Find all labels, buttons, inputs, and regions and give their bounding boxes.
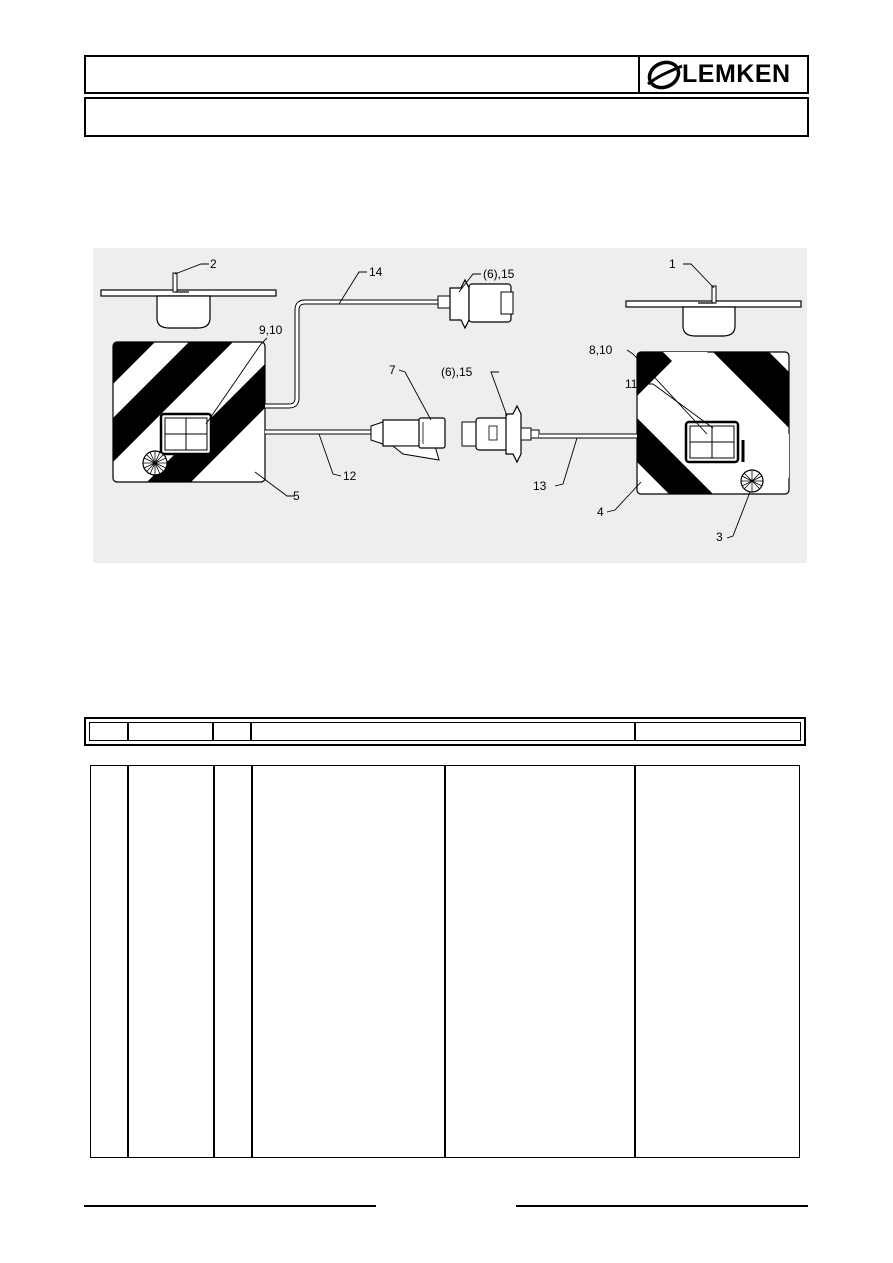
body-col-divider	[634, 766, 636, 1157]
footer-line-left	[84, 1205, 376, 1207]
callout-12: 12	[343, 469, 357, 483]
parts-table-body	[90, 765, 800, 1158]
wiring-diagram: 2 1 3 4 5 9,10 8,10 11 14 7 (6),15 (6),1…	[93, 248, 807, 563]
callout-5: 5	[293, 489, 300, 503]
body-col-divider	[251, 766, 253, 1157]
callout-1: 1	[669, 257, 676, 271]
body-col-divider	[213, 766, 215, 1157]
header-col-divider	[250, 723, 252, 740]
callout-11: 11	[625, 377, 638, 391]
body-col-divider	[127, 766, 129, 1157]
body-col-divider	[444, 766, 446, 1157]
plug-middle	[461, 404, 540, 464]
brand-name: LEMKEN	[682, 60, 791, 88]
lighting-diagram-svg: 2 1 3 4 5 9,10 8,10 11 14 7 (6),15 (6),1…	[100, 257, 802, 544]
callout-2: 2	[210, 257, 217, 271]
header-divider	[638, 57, 640, 92]
plug-top	[437, 278, 514, 330]
header-col-divider	[212, 723, 214, 740]
leader-lines	[174, 263, 751, 539]
left-mount-bracket	[100, 272, 277, 329]
callout-7: 7	[389, 363, 396, 377]
left-warning-panel	[112, 341, 266, 483]
parts-table-header	[84, 717, 806, 746]
header-title-box: LEMKEN	[84, 55, 809, 94]
callout-6-15-mid: (6),15	[441, 365, 473, 379]
callout-3: 3	[716, 530, 723, 544]
socket-7	[370, 417, 446, 461]
callout-8-10: 8,10	[589, 343, 613, 357]
lemken-leaf-icon	[647, 60, 683, 90]
footer-line-right	[516, 1205, 808, 1207]
callout-13: 13	[533, 479, 547, 493]
callout-14: 14	[369, 265, 383, 279]
right-mount-bracket	[625, 285, 802, 337]
header-col-divider	[634, 723, 636, 740]
callout-6-15-top: (6),15	[483, 267, 515, 281]
callout-9-10: 9,10	[259, 323, 283, 337]
parts-table-header-inner	[89, 722, 801, 741]
header-col-divider	[127, 723, 129, 740]
cable-14	[265, 299, 443, 409]
header-subtitle-box	[84, 97, 809, 137]
right-warning-panel	[636, 351, 790, 495]
lemken-logo: LEMKEN	[642, 58, 807, 92]
callout-4: 4	[597, 505, 604, 519]
